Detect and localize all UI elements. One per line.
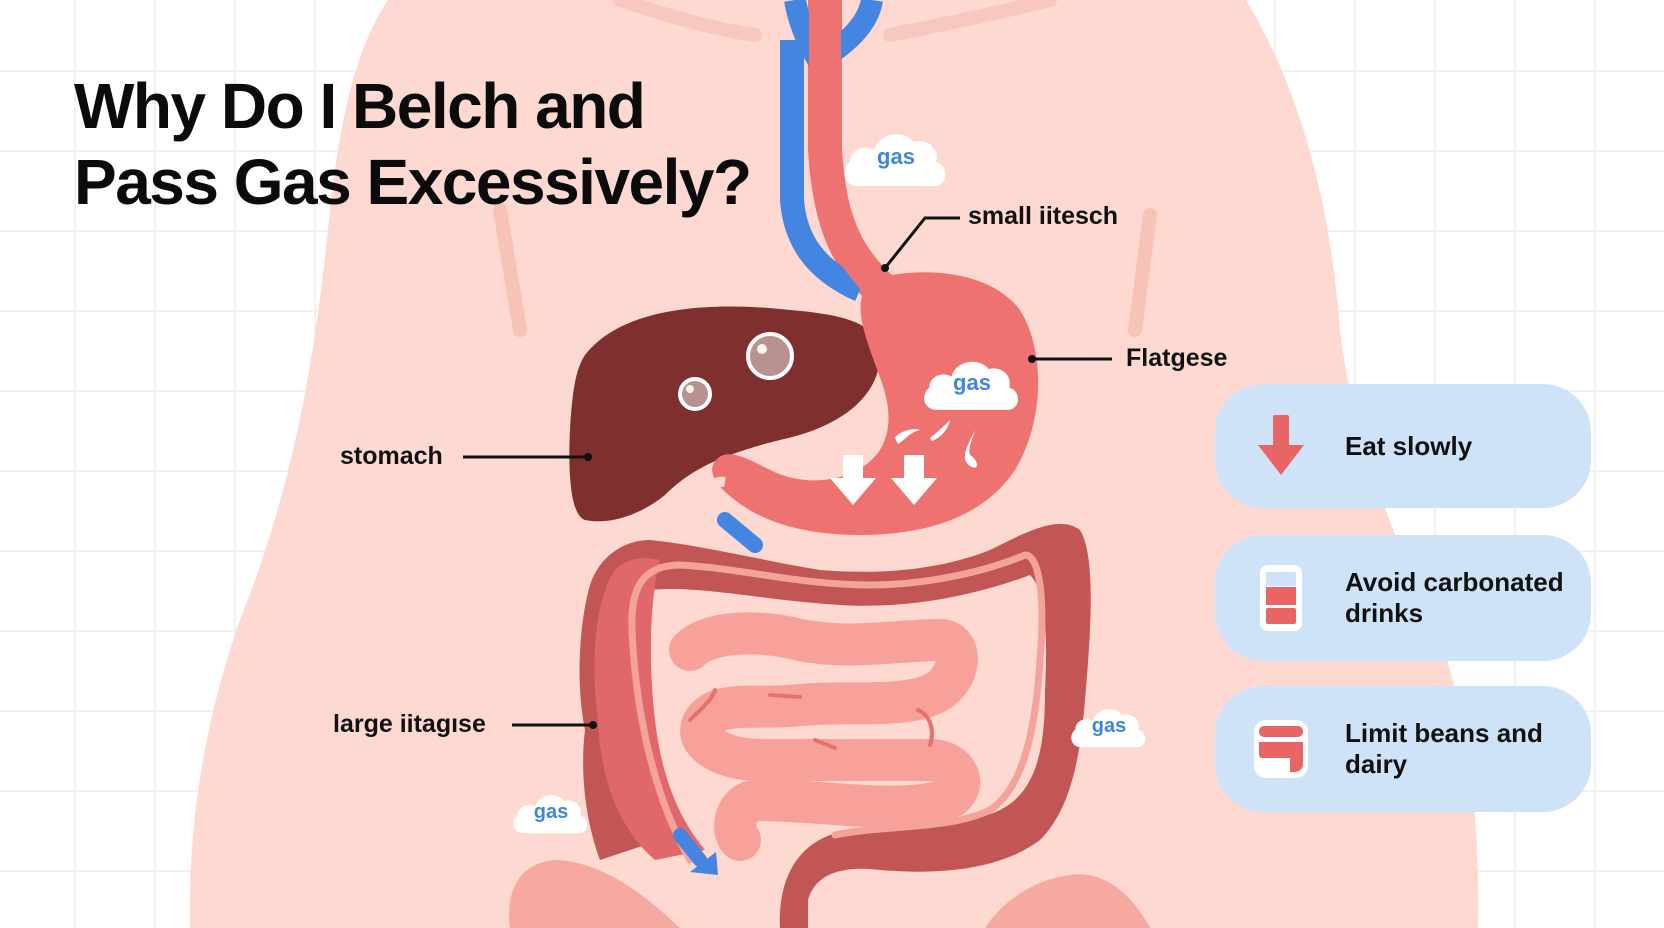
liver-bubble	[746, 332, 794, 380]
label-small-intestine: small iitesch	[968, 202, 1119, 230]
cloud-icon	[844, 134, 946, 186]
small-intestine	[669, 612, 980, 861]
title-line-1: Why Do I Belch and	[74, 70, 646, 142]
tip-card-eat-slowly: Eat slowly	[1215, 384, 1591, 508]
tip-card-limit-beans: Limit beans and dairy	[1215, 686, 1591, 812]
cloud-icon	[513, 795, 588, 834]
soda-can-icon	[1249, 565, 1313, 631]
stomach-organ	[712, 272, 1039, 535]
large-intestine	[579, 523, 1091, 928]
down-arrow-icon	[1249, 415, 1313, 477]
gas-text: gas	[953, 370, 991, 395]
tip-text: Eat slowly	[1345, 430, 1473, 461]
down-arrows	[830, 455, 937, 505]
gas-cloud-colon-left: gas	[510, 786, 592, 838]
tip-text: Avoid carbonated drinks	[1345, 567, 1564, 628]
leader-lines	[463, 216, 1112, 727]
dairy-carton-icon	[1249, 720, 1313, 778]
cloud-icon	[1071, 709, 1146, 748]
title-line-2: Pass Gas Excessively?	[74, 146, 752, 218]
label-stomach: stomach	[340, 442, 443, 470]
label-large-intestine: large iitagıse	[333, 710, 486, 738]
page-title: Why Do I Belch and Pass Gas Excessively?	[74, 68, 752, 220]
liver	[569, 306, 880, 522]
liver-bubble	[678, 377, 712, 411]
label-flatulence: Flatgese	[1126, 344, 1228, 372]
gas-cloud-stomach: gas	[920, 350, 1024, 416]
pelvis-left	[509, 860, 680, 928]
gas-cloud-esophagus: gas	[840, 122, 952, 192]
gas-text: gas	[877, 144, 915, 169]
cloud-icon	[924, 361, 1019, 410]
pelvis-right	[985, 874, 1150, 928]
torso-silhouette	[189, 0, 1479, 928]
pylorus-blue	[717, 512, 763, 553]
gas-cloud-colon-right: gas	[1068, 700, 1150, 752]
tip-text: Limit beans and dairy	[1345, 718, 1543, 779]
gas-text: gas	[1091, 714, 1127, 737]
exit-arrow	[673, 828, 707, 867]
gas-text: gas	[533, 800, 569, 823]
tip-card-avoid-carbonated: Avoid carbonated drinks	[1215, 535, 1591, 661]
